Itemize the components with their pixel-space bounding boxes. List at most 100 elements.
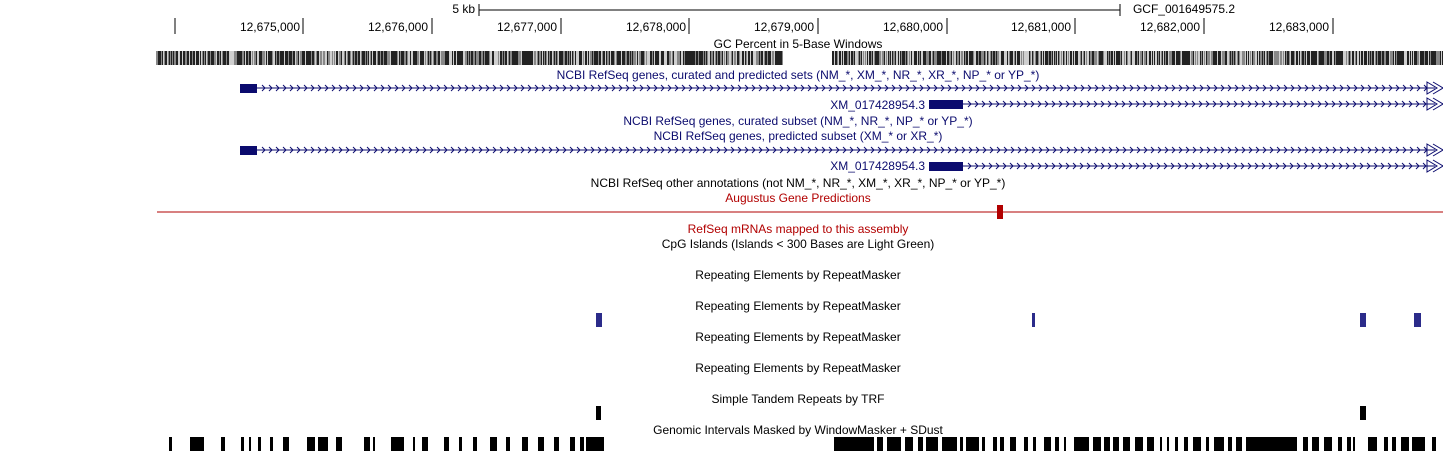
gc-percent-bar	[1256, 51, 1257, 65]
track-title-repeatmasker[interactable]: Repeating Elements by RepeatMasker	[695, 330, 901, 344]
gc-percent-bar	[187, 51, 188, 65]
gc-percent-bar	[696, 51, 697, 65]
masked-interval	[1113, 437, 1119, 451]
gc-percent-bar	[1434, 51, 1435, 65]
gc-percent-bar	[213, 51, 214, 65]
gc-percent-bar	[773, 51, 774, 65]
gc-percent-bar	[1131, 51, 1132, 65]
gc-percent-bar	[330, 51, 331, 65]
track-title-cpg-islands[interactable]: CpG Islands (Islands < 300 Bases are Lig…	[661, 237, 935, 251]
track-title-repeatmasker[interactable]: Repeating Elements by RepeatMasker	[695, 299, 901, 313]
gc-percent-bar	[664, 51, 665, 65]
gc-percent-bar	[1352, 51, 1353, 65]
gc-percent-bar	[689, 51, 690, 65]
track-title-repeatmasker[interactable]: Repeating Elements by RepeatMasker	[695, 268, 901, 282]
repeat-element	[596, 313, 602, 327]
track-title-simple-repeats[interactable]: Simple Tandem Repeats by TRF	[711, 392, 885, 406]
track-title-windowmasker[interactable]: Genomic Intervals Masked by WindowMasker…	[653, 423, 943, 437]
gc-percent-bar	[438, 51, 439, 65]
gc-percent-bar	[1068, 51, 1069, 65]
gc-percent-bar	[975, 51, 976, 65]
track-title-refseq-other[interactable]: NCBI RefSeq other annotations (not NM_*,…	[590, 176, 1006, 190]
track-title-refseq-all[interactable]: NCBI RefSeq genes, curated and predicted…	[556, 68, 1040, 82]
gc-percent-bar	[164, 51, 165, 65]
track-title-refseq-mrna[interactable]: RefSeq mRNAs mapped to this assembly	[687, 222, 909, 236]
masked-interval	[1093, 437, 1101, 451]
gc-percent-bar	[1308, 51, 1309, 65]
track-title-refseq-predicted[interactable]: NCBI RefSeq genes, predicted subset (XM_…	[653, 129, 943, 143]
gc-percent-bar	[768, 51, 769, 65]
gc-percent-bar	[437, 51, 438, 65]
gc-percent-bar	[1298, 51, 1299, 65]
gc-percent-bar	[772, 51, 773, 65]
masked-interval	[887, 437, 901, 451]
track-title-repeatmasker[interactable]: Repeating Elements by RepeatMasker	[695, 361, 901, 375]
gc-percent-bar	[526, 51, 527, 65]
gc-percent-bar	[1279, 51, 1280, 65]
gc-percent-bar	[896, 51, 897, 65]
gc-percent-bar	[558, 51, 559, 65]
gc-percent-bar	[846, 51, 847, 65]
gc-percent-bar	[865, 51, 866, 65]
track-title-augustus[interactable]: Augustus Gene Predictions	[725, 191, 871, 205]
gc-percent-bar	[617, 51, 618, 65]
gc-percent-bar	[758, 51, 759, 65]
gc-percent-bar	[572, 51, 573, 65]
gc-percent-bar	[583, 51, 584, 65]
track-title-refseq-curated[interactable]: NCBI RefSeq genes, curated subset (NM_*,…	[623, 114, 973, 128]
masked-interval	[1000, 437, 1004, 451]
gc-percent-bar	[1398, 51, 1399, 65]
gc-percent-bar	[1117, 51, 1118, 65]
gc-percent-bar	[573, 51, 574, 65]
gc-percent-bar	[1048, 51, 1049, 65]
gc-percent-bar	[847, 51, 848, 65]
gc-percent-bar	[378, 51, 379, 65]
gc-percent-bar	[1073, 51, 1074, 65]
gc-percent-bar	[1170, 51, 1171, 65]
feature-label-xm-refseq-predicted[interactable]: XM_017428954.3	[830, 159, 925, 173]
gc-percent-bar	[343, 51, 344, 65]
gc-percent-bar	[1075, 51, 1076, 65]
gc-percent-bar	[475, 51, 476, 65]
gc-percent-bar	[1140, 51, 1141, 65]
gc-percent-bar	[1097, 51, 1098, 65]
gc-percent-bar	[1269, 51, 1270, 65]
gc-percent-bar	[855, 51, 856, 65]
feature-label-xm-refseq-all[interactable]: XM_017428954.3	[830, 98, 925, 112]
gc-percent-bar	[1145, 51, 1146, 65]
gc-percent-bar	[647, 51, 648, 65]
gc-percent-bar	[1049, 51, 1050, 65]
gc-percent-bar	[1015, 51, 1016, 65]
gc-percent-bar	[1349, 51, 1350, 65]
gc-percent-bar	[1139, 51, 1140, 65]
gc-percent-bar	[682, 51, 683, 65]
gc-percent-bar	[1245, 51, 1246, 65]
gc-percent-bar	[202, 51, 203, 65]
gc-percent-bar	[651, 51, 652, 65]
gc-percent-bar	[468, 51, 469, 65]
gc-percent-bar	[173, 51, 174, 65]
gc-percent-bar	[500, 51, 501, 65]
track-title-gc-percent[interactable]: GC Percent in 5-Base Windows	[713, 37, 883, 51]
gc-percent-bar	[680, 51, 681, 65]
gc-percent-bar	[711, 51, 712, 65]
gc-percent-bar	[1336, 51, 1337, 65]
gc-percent-bar	[1126, 51, 1127, 65]
gc-percent-bar	[1367, 51, 1368, 65]
gc-percent-bar	[326, 51, 327, 65]
gc-percent-bar	[203, 51, 204, 65]
gc-percent-bar	[361, 51, 362, 65]
gc-percent-bar	[965, 51, 966, 65]
masked-interval	[413, 437, 415, 451]
gc-percent-bar	[502, 51, 503, 65]
gc-percent-bar	[412, 51, 413, 65]
gc-percent-bar	[652, 51, 653, 65]
gene-exon	[240, 146, 257, 155]
gc-percent-bar	[1313, 51, 1314, 65]
gc-percent-bar	[985, 51, 986, 65]
gc-percent-bar	[440, 51, 441, 65]
gc-percent-bar	[1360, 51, 1361, 65]
gc-percent-bar	[1252, 51, 1253, 65]
